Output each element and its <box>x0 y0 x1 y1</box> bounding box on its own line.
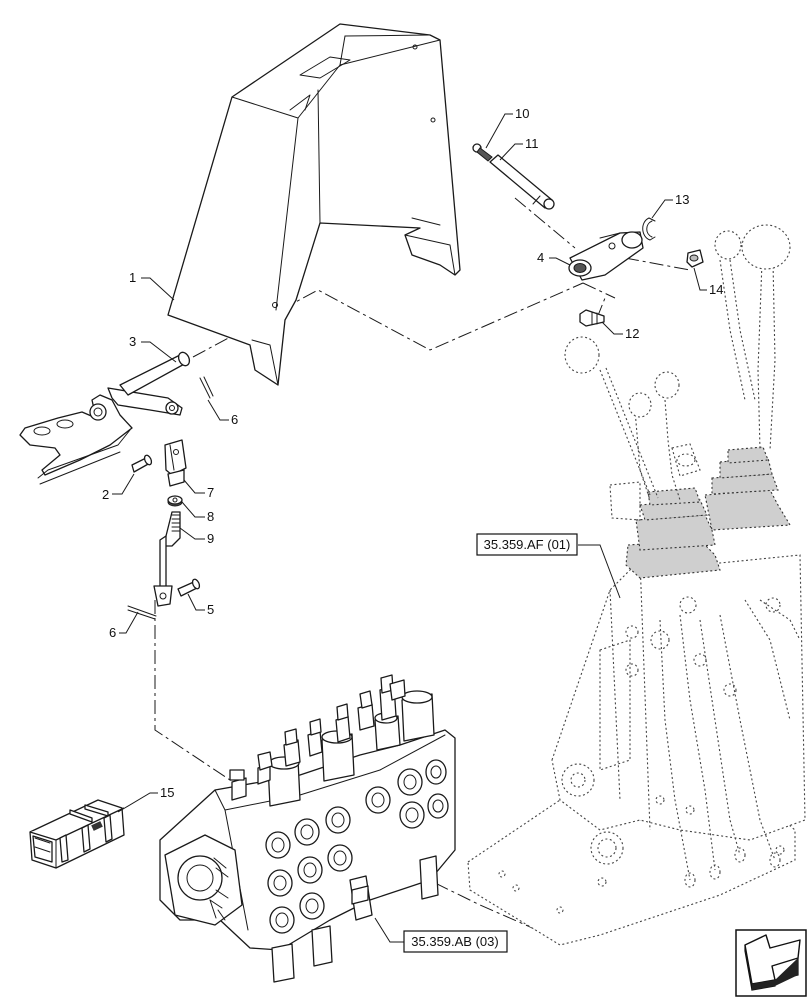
pin-lower-part <box>177 578 201 597</box>
cotter-pin-lower-part <box>127 605 157 620</box>
pedal-lever-part <box>19 351 191 485</box>
reference-control-tower[interactable]: 35.359.AF (01) <box>476 533 578 556</box>
rod-part <box>153 511 181 607</box>
ball-joint-part <box>472 143 493 162</box>
callout-14: 14 <box>709 282 723 297</box>
callout-6-lower: 6 <box>109 625 116 640</box>
callout-12: 12 <box>625 326 639 341</box>
callout-1: 1 <box>129 270 136 285</box>
reference-control-valve[interactable]: 35.359.AB (03) <box>403 930 508 953</box>
cotter-pin-upper-part <box>199 376 214 399</box>
next-page-arrow-icon[interactable] <box>735 929 807 997</box>
upper-rod-part <box>489 154 555 210</box>
callout-15: 15 <box>160 785 174 800</box>
bolt-part <box>579 309 605 327</box>
kit-box-icon <box>29 799 125 869</box>
callout-7: 7 <box>207 485 214 500</box>
control-valve-block <box>159 674 456 983</box>
callout-labels: 1 2 3 4 5 6 6 7 8 9 10 11 12 13 14 15 <box>102 106 723 800</box>
clevis-part <box>164 439 187 487</box>
small-nut-part <box>686 249 704 268</box>
callout-10: 10 <box>515 106 529 121</box>
leader-lines <box>112 113 707 943</box>
nut-part <box>167 495 183 507</box>
callout-11: 11 <box>525 136 539 151</box>
callout-8: 8 <box>207 509 214 524</box>
callout-3: 3 <box>129 334 136 349</box>
reference-control-valve-label[interactable]: 35.359.AB (03) <box>411 934 498 949</box>
callout-5: 5 <box>207 602 214 617</box>
clip-part <box>642 217 656 241</box>
control-tower-assembly <box>467 224 806 946</box>
callout-4: 4 <box>537 250 544 265</box>
shield-cover-part <box>167 23 461 386</box>
callout-2: 2 <box>102 487 109 502</box>
lever-connector-part <box>568 231 644 281</box>
reference-control-tower-label[interactable]: 35.359.AF (01) <box>484 537 571 552</box>
callout-13: 13 <box>675 192 689 207</box>
callout-6-upper: 6 <box>231 412 238 427</box>
callout-9: 9 <box>207 531 214 546</box>
pin-part <box>131 454 153 473</box>
